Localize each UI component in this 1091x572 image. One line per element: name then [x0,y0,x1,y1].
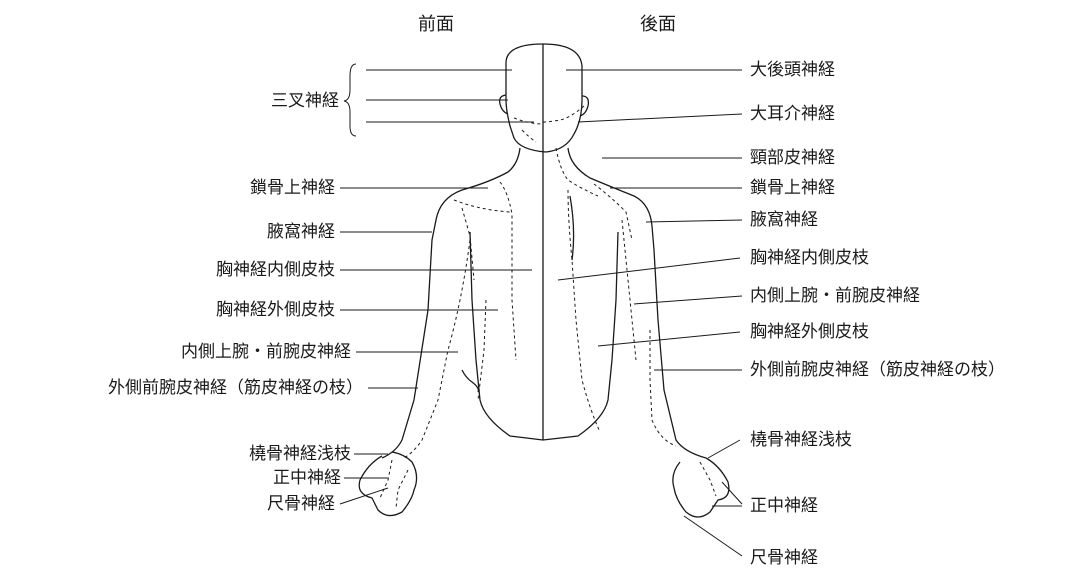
label-axillary-left: 腋窩神経 [267,222,335,242]
dermatome-boundaries [379,105,717,509]
label-radial-superficial-right: 橈骨神経浅枝 [750,430,852,450]
label-medial-pectoral-left: 胸神経内側皮枝 [216,260,335,280]
body-outline [358,43,730,518]
label-ulnar-left: 尺骨神経 [267,494,335,514]
label-supraclavicular-left: 鎖骨上神経 [250,178,335,198]
label-lateral-pectoral-right: 胸神経外側皮枝 [750,322,869,342]
label-great-auricular: 大耳介神経 [750,104,835,124]
label-medial-brachial-right: 内側上腕・前腕皮神経 [750,286,920,306]
label-supraclavicular-right: 鎖骨上神経 [750,178,835,198]
label-transverse-cervical: 頸部皮神経 [750,148,835,168]
label-ulnar-right: 尺骨神経 [750,548,818,568]
label-medial-pectoral-right: 胸神経内側皮枝 [750,248,869,268]
front-view-header: 前面 [418,14,454,35]
back-view-header: 後面 [640,14,676,35]
label-radial-superficial-left: 橈骨神経浅枝 [249,444,351,464]
label-lateral-pectoral-left: 胸神経外側皮枝 [216,300,335,320]
label-median-right: 正中神経 [750,496,818,516]
label-greater-occipital: 大後頭神経 [750,60,835,80]
leader-lines-right [557,69,743,557]
leader-lines-left [339,63,534,505]
label-lateral-antebrachial-right: 外側前腕皮神経（筋皮神経の枝） [750,360,1005,380]
label-axillary-right: 腋窩神経 [750,210,818,230]
label-trigeminal: 三叉神経 [271,91,339,111]
label-lateral-antebrachial-left: 外側前腕皮神経（筋皮神経の枝） [108,378,363,398]
label-median-left: 正中神経 [273,468,341,488]
label-medial-brachial-left: 内側上腕・前腕皮神経 [181,342,351,362]
